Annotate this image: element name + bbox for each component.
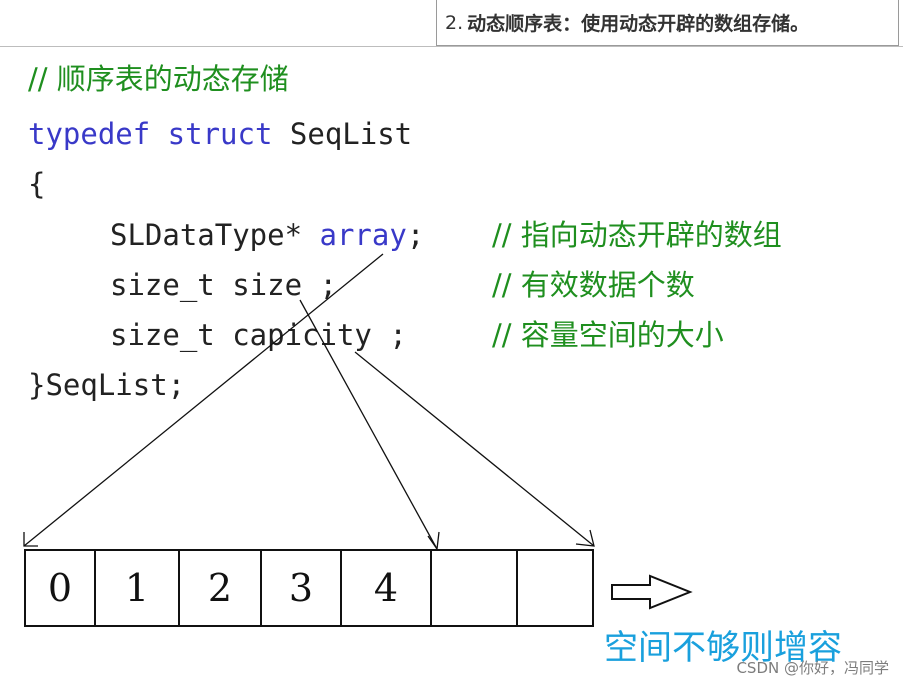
code-field-capicity: size_t capicity ;: [110, 318, 407, 352]
array-cell: 3: [262, 549, 342, 627]
code-comment-array: // 指向动态开辟的数组: [492, 218, 782, 252]
code-field-array-end: ;: [406, 218, 425, 252]
code-field-array-type: SLDataType*: [110, 218, 320, 252]
size-pointer-line: [299, 299, 438, 550]
array-pointer-line: [23, 253, 384, 547]
code-typedef-line: typedef struct SeqList: [28, 117, 412, 151]
code-comment-title: // 顺序表的动态存储: [28, 62, 289, 96]
code-comment-capicity: // 容量空间的大小: [492, 318, 724, 352]
array-cell: 0: [24, 549, 96, 627]
array-cell: [432, 549, 518, 627]
capicity-pointer-line: [354, 351, 595, 547]
section-heading: 2. 动态顺序表：使用动态开辟的数组存储。: [436, 0, 899, 46]
code-comment-size: // 有效数据个数: [492, 268, 695, 302]
size-pointer-head: [427, 531, 440, 551]
heading-text: 动态顺序表：使用动态开辟的数组存储。: [467, 13, 810, 35]
array-cell: 2: [180, 549, 262, 627]
watermark: CSDN @你好，冯同学: [736, 659, 889, 677]
code-field-array: SLDataType* array;: [110, 218, 424, 252]
grow-arrow-icon: [611, 574, 693, 610]
code-open-brace: {: [28, 167, 46, 201]
code-close-line: }SeqList;: [28, 368, 186, 402]
array-pointer-head: [23, 532, 38, 547]
array-cell: [518, 549, 594, 627]
array-cell: 4: [342, 549, 432, 627]
heading-number: 2.: [445, 11, 464, 34]
grow-label: 空间不够则增容: [604, 628, 842, 668]
code-struct-name: SeqList: [272, 117, 413, 151]
code-keyword-typedef-struct: typedef struct: [28, 117, 273, 151]
capicity-pointer-head: [575, 529, 595, 547]
code-field-size: size_t size ;: [110, 268, 337, 302]
array-cell: 1: [96, 549, 180, 627]
frame-top-border: [0, 46, 903, 47]
code-field-array-name: array: [319, 218, 407, 252]
